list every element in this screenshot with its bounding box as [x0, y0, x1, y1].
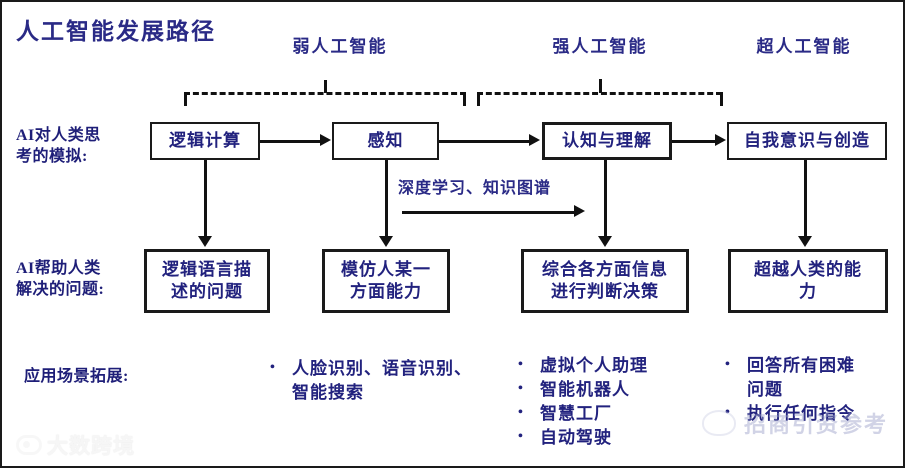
node-logic-language-problems[interactable]: 逻辑语言描 述的问题: [144, 249, 270, 313]
arrow-down-col3-head: [598, 236, 612, 247]
list-item-line2: 智能搜索: [292, 383, 364, 403]
bullet-icon: •: [270, 360, 276, 375]
bullet-icon: •: [518, 429, 524, 445]
node-comprehensive-decision-line2: 进行判断决策: [551, 282, 659, 301]
list-item-text: 人脸识别、语音识别、 智能搜索: [292, 357, 472, 405]
node-logic-language-problems-label: 逻辑语言描 述的问题: [154, 259, 260, 303]
node-logic-language-problems-line2: 述的问题: [171, 282, 243, 301]
node-perception-label: 感知: [367, 131, 404, 151]
list-item-text: 自动驾驶: [540, 428, 612, 448]
row-label-problems-line2: 解决的问题:: [16, 281, 105, 299]
applications-column-strong: • 虚拟个人助理 • 智能机器人 • 智慧工厂 • 自动驾驶: [518, 354, 708, 451]
arrow-down-col4-line: [804, 160, 807, 236]
list-item[interactable]: • 自动驾驶: [518, 426, 708, 450]
node-perception[interactable]: 感知: [332, 122, 439, 160]
phase-label-strong: 强人工智能: [552, 37, 648, 56]
list-item[interactable]: • 智慧工厂: [518, 402, 708, 426]
node-cognition-understanding[interactable]: 认知与理解: [542, 122, 672, 160]
node-logic-language-problems-line1: 逻辑语言描: [162, 260, 252, 280]
row-label-thinking-simulation: AI对人类思 考的模拟:: [16, 125, 101, 167]
arrow-logic-to-perception-line: [260, 140, 320, 143]
bracket-strong-tick-left: [477, 92, 480, 106]
watermark-left-logo-icon: [16, 435, 42, 455]
node-imitate-human-ability-line2: 方面能力: [350, 282, 422, 301]
arrow-logic-to-perception-head: [320, 134, 331, 146]
arrow-down-col1-line: [204, 160, 207, 236]
row-label-problems-solved: AI帮助人类 解决的问题:: [16, 258, 104, 300]
arrow-down-col2-head: [379, 236, 393, 247]
list-item[interactable]: • 人脸识别、语音识别、 智能搜索: [270, 357, 490, 405]
arrow-down-col1-head: [198, 236, 212, 247]
node-imitate-human-ability-label: 模仿人某一 方面能力: [333, 259, 439, 303]
bracket-strong-line: [477, 92, 722, 95]
bracket-strong-tick-right: [720, 92, 723, 106]
row-label-problems-line1: AI帮助人类: [16, 260, 101, 277]
bullet-icon: •: [725, 405, 731, 421]
arrow-perception-to-cognition-line: [439, 140, 529, 143]
list-item-line2: 问题: [747, 380, 783, 400]
row-label-thinking-line2: 考的模拟:: [16, 148, 88, 166]
node-surpass-human-ability-label: 超越人类的能 力: [746, 259, 870, 303]
node-surpass-human-ability-line1: 超越人类的能: [754, 260, 862, 280]
list-item[interactable]: • 执行任何指令: [725, 402, 903, 426]
row-label-thinking-line1: AI对人类思: [16, 127, 101, 144]
list-item-line1: 人脸识别、语音识别、: [292, 359, 472, 378]
bracket-weak-tick-center: [324, 80, 327, 93]
list-item-text: 虚拟个人助理: [540, 356, 648, 375]
bullet-icon: •: [518, 405, 524, 421]
arrow-cognition-to-selfaware-head: [715, 134, 726, 146]
watermark-left-text: 大数跨境: [47, 434, 135, 458]
applications-column-weak: • 人脸识别、语音识别、 智能搜索: [270, 357, 490, 405]
node-logic-computation-label: 逻辑计算: [169, 131, 241, 151]
node-comprehensive-decision[interactable]: 综合各方面信息 进行判断决策: [521, 249, 689, 313]
node-self-awareness-creation[interactable]: 自我意识与创造: [727, 122, 887, 160]
applications-column-super: • 回答所有困难 问题 • 执行任何指令: [725, 354, 903, 426]
list-item[interactable]: • 智能机器人: [518, 378, 708, 402]
arrow-down-col4-head: [798, 236, 812, 247]
phase-label-weak: 弱人工智能: [292, 37, 388, 56]
node-self-awareness-creation-label: 自我意识与创造: [744, 131, 870, 151]
list-item-text: 回答所有困难 问题: [747, 354, 855, 402]
list-item-line1: 回答所有困难: [747, 356, 855, 375]
arrow-cognition-to-selfaware-line: [672, 140, 715, 143]
bracket-weak-tick-right: [463, 92, 466, 106]
annotation-arrow-line: [402, 211, 574, 214]
list-item[interactable]: • 虚拟个人助理: [518, 354, 708, 378]
watermark-left: 大数跨境: [16, 430, 135, 460]
bullet-icon: •: [518, 381, 524, 397]
node-imitate-human-ability[interactable]: 模仿人某一 方面能力: [322, 249, 450, 313]
arrow-down-col3-line: [604, 160, 607, 236]
node-comprehensive-decision-line1: 综合各方面信息: [542, 260, 668, 280]
node-logic-computation[interactable]: 逻辑计算: [150, 122, 260, 160]
annotation-arrow-head: [574, 205, 585, 217]
bracket-weak-line: [184, 92, 466, 95]
list-item-text: 智慧工厂: [540, 404, 612, 424]
arrow-down-col2-line: [385, 160, 388, 236]
bracket-weak-tick-left: [184, 92, 187, 106]
phase-label-super: 超人工智能: [756, 37, 852, 56]
list-item-text: 执行任何指令: [747, 404, 855, 424]
node-comprehensive-decision-label: 综合各方面信息 进行判断决策: [534, 259, 676, 303]
bracket-strong-tick-center: [599, 79, 602, 93]
node-surpass-human-ability-line2: 力: [799, 282, 817, 301]
list-item[interactable]: • 回答所有困难 问题: [725, 354, 903, 402]
applications-label: 应用场景拓展:: [24, 368, 129, 385]
node-imitate-human-ability-line1: 模仿人某一: [341, 260, 431, 280]
bullet-icon: •: [518, 357, 524, 372]
arrow-perception-to-cognition-head: [529, 134, 540, 146]
node-cognition-understanding-label: 认知与理解: [562, 131, 652, 151]
bullet-icon: •: [725, 357, 731, 372]
node-surpass-human-ability[interactable]: 超越人类的能 力: [728, 249, 888, 313]
list-item-text: 智能机器人: [540, 380, 630, 400]
page-title: 人工智能发展路径: [16, 19, 216, 44]
annotation-deep-learning: 深度学习、知识图谱: [398, 180, 552, 197]
